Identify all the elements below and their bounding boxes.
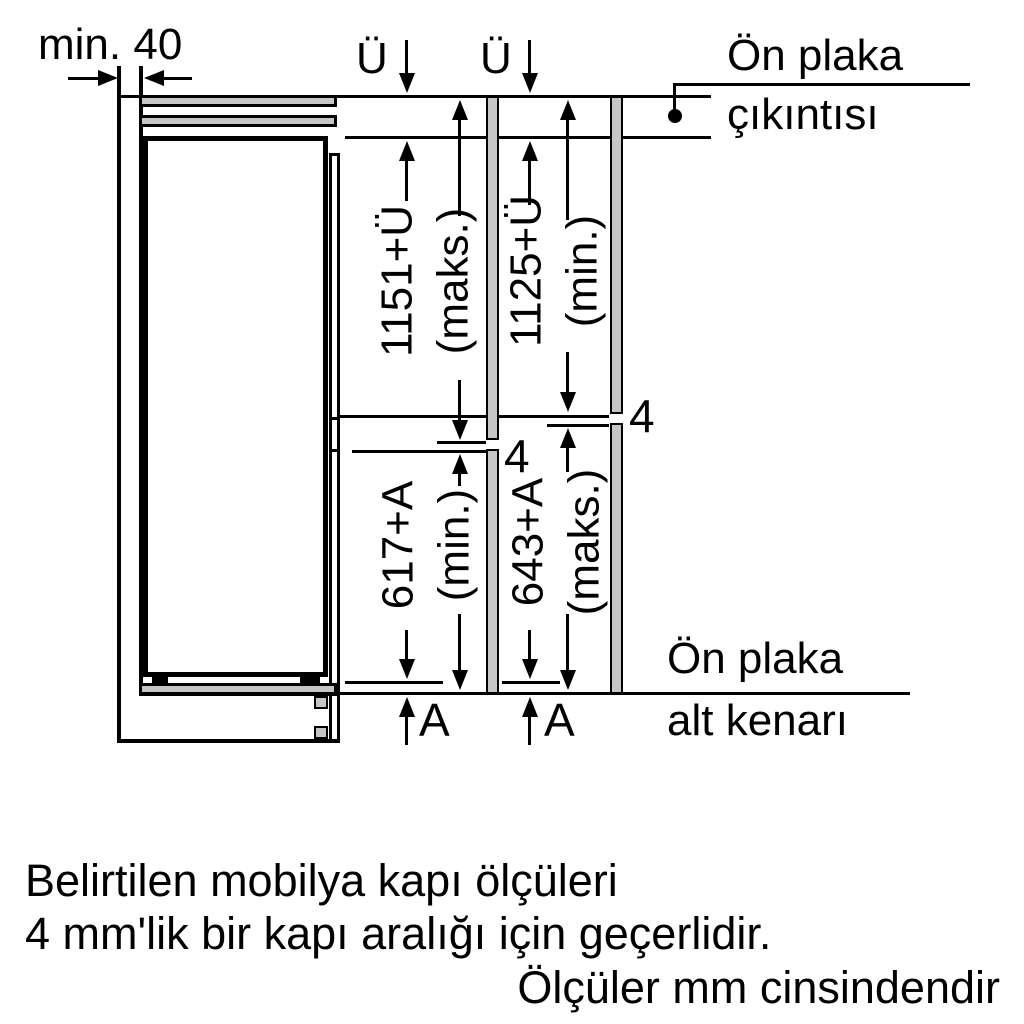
appliance-body (143, 136, 328, 677)
furniture-door-min-upper-panel (610, 96, 623, 414)
dim-1151-top-arrow-icon (452, 100, 468, 120)
dim-1151-bottom-shaft (458, 380, 461, 420)
dim-617-top-shaft (458, 474, 461, 486)
dim-643-top-arrow-icon (560, 428, 576, 448)
dim-617-label: 617+A (min.) (371, 481, 484, 609)
dim-617-bottom-shaft (458, 614, 461, 670)
appliance-top-reference-line (345, 136, 711, 139)
right-split-bottom-line (547, 424, 609, 427)
footer-note-line2: 4 mm'lik bir kapı aralığı için geçerlidi… (25, 908, 772, 959)
front-plate-bottom-label-line1: Ön plaka (667, 634, 844, 683)
dim-617-top-arrow-icon (452, 454, 468, 474)
bottom-offset-line-left (345, 681, 443, 684)
a1-down-arrow-shaft (405, 630, 408, 660)
dim-1125-qualifier: (min.) (558, 214, 607, 328)
u1-up-arrow-icon (399, 141, 415, 161)
min-gap-arrow-left-shaft (164, 77, 192, 80)
min-gap-arrow-right-icon (98, 70, 118, 86)
front-plate-bottom-label-line2: alt kenarı (667, 696, 848, 745)
dim-1125-top-shaft (566, 120, 569, 220)
min-gap-arrow-right-shaft (68, 77, 98, 80)
cabinet-top-panel-bar-2 (139, 115, 337, 127)
dim-1151-top-shaft (458, 120, 461, 216)
hinge-block-lower (314, 726, 328, 739)
front-plate-leader-dot-icon (668, 109, 682, 123)
u1-up-arrow-shaft (405, 161, 408, 201)
a2-up-arrow-shaft (528, 717, 531, 745)
appliance-foot-right (300, 677, 320, 685)
u1-down-arrow-shaft (405, 40, 408, 74)
dim-643-bottom-shaft (566, 614, 569, 670)
furniture-door-max-upper-panel (486, 96, 499, 440)
left-split-bottom-line (352, 450, 486, 453)
dim-617-qualifier: (min.) (430, 488, 479, 602)
dim-1151-bottom-arrow-icon (452, 420, 468, 440)
dim-1125-top-arrow-icon (560, 100, 576, 120)
dim-643-qualifier: (maks.) (560, 468, 609, 616)
furniture-door-max-lower-panel (486, 449, 499, 694)
dim-1125-bottom-arrow-icon (560, 392, 576, 412)
overhang-symbol-1: Ü (356, 34, 388, 83)
u2-up-arrow-icon (522, 141, 538, 161)
wall-line (117, 66, 121, 742)
dim-643-top-shaft (566, 448, 569, 472)
dim-1151-qualifier: (maks.) (429, 207, 478, 355)
dim-617-value: 617+A (373, 480, 423, 610)
right-split-top-line (338, 415, 609, 418)
overhang-symbol-2: Ü (480, 34, 512, 83)
front-plate-top-label-line1: Ön plaka (727, 31, 904, 80)
footer-units-note: Ölçüler mm cinsindendir (517, 962, 1000, 1013)
cabinet-side-panel-line (139, 66, 143, 690)
footer-note-line1: Belirtilen mobilya kapı ölçüleri (25, 855, 618, 906)
gap-right-label: 4 (629, 390, 655, 442)
min-gap-label: min. 40 (38, 20, 183, 69)
dim-643-value: 643+A (503, 477, 553, 607)
bottom-offset-line-right (502, 681, 560, 684)
front-plate-top-edge-line (117, 95, 711, 98)
a1-down-arrow-icon (399, 659, 415, 679)
u1-down-arrow-icon (399, 73, 415, 93)
left-split-top-line (437, 441, 486, 444)
hinge-block-upper (314, 696, 328, 709)
a2-down-arrow-icon (522, 659, 538, 679)
bottom-offset-label-1: A (419, 694, 450, 746)
appliance-door-strip (329, 153, 340, 742)
dim-617-bottom-arrow-icon (452, 670, 468, 690)
appliance-door-split-tick-2 (329, 449, 340, 452)
min-gap-arrow-left-icon (144, 70, 164, 86)
a2-up-arrow-icon (522, 697, 538, 717)
a2-down-arrow-shaft (528, 630, 531, 660)
dim-1125-label: 1125+Ü (min.) (499, 195, 612, 347)
front-plate-leader-drop (673, 83, 676, 113)
appliance-door-split-tick-1 (329, 417, 340, 420)
front-plate-bottom-edge-line (140, 692, 910, 695)
a1-up-arrow-icon (399, 697, 415, 717)
dim-1151-value: 1151+Ü (372, 204, 422, 358)
cabinet-bottom-line (117, 739, 340, 743)
dim-1125-bottom-shaft (566, 352, 569, 392)
u2-up-arrow-shaft (528, 161, 531, 205)
appliance-foot-left (152, 677, 168, 685)
a1-up-arrow-shaft (405, 717, 408, 745)
dim-643-bottom-arrow-icon (560, 670, 576, 690)
u2-down-arrow-shaft (528, 40, 531, 74)
u2-down-arrow-icon (522, 73, 538, 93)
front-plate-top-label-line2: çıkıntısı (727, 90, 879, 139)
cabinet-top-panel-bar-1 (139, 95, 337, 107)
gap-left-label: 4 (504, 430, 530, 482)
bottom-offset-label-2: A (544, 694, 575, 746)
dim-1151-label: 1151+Ü (maks.) (370, 205, 483, 357)
dim-643-label: 643+A (maks.) (501, 469, 614, 616)
dim-1125-value: 1125+Ü (501, 194, 551, 348)
front-plate-leader-underline (673, 83, 970, 86)
furniture-door-min-lower-panel (610, 423, 623, 694)
